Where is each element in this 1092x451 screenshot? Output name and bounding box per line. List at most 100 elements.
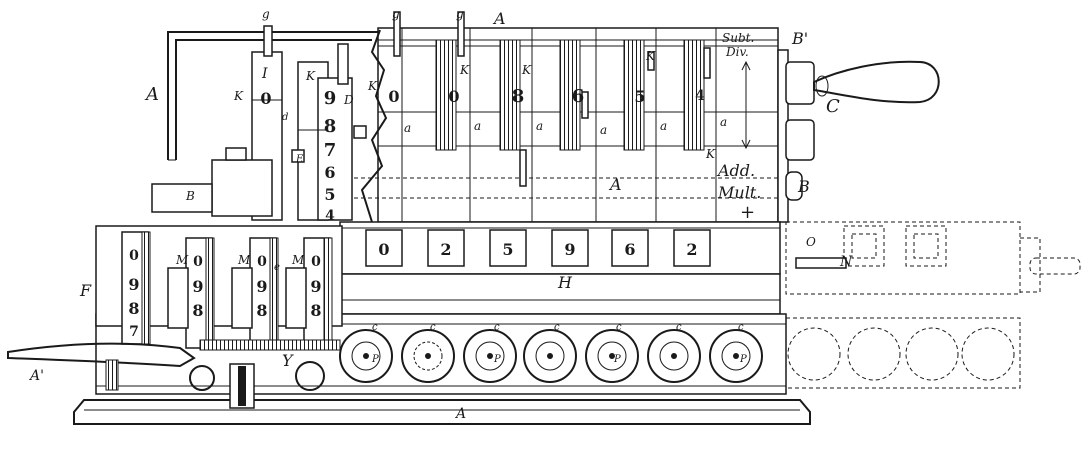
register-digits: 0 2 5 9 6 2 (378, 240, 697, 259)
label-a-left: A (144, 84, 159, 105)
label-h: H (557, 273, 573, 292)
label-a-upper: A (492, 9, 506, 28)
note-subt: Subt. (722, 31, 754, 45)
label-o: O (806, 235, 816, 249)
column-digit: 8 (324, 116, 337, 137)
wheel-digit: 8 (128, 299, 139, 318)
label-p-2: P (493, 354, 501, 365)
slide-digits: 0 0 8 6 5 4 (388, 86, 705, 107)
slide-digit: 8 (512, 86, 525, 107)
label-c-small-5: c (616, 322, 622, 333)
extended-carriage-outline (785, 221, 1081, 389)
wheel-digit: 7 (129, 324, 139, 340)
label-g-2: g (392, 7, 400, 21)
label-p: P (371, 354, 379, 365)
note-div: Div. (725, 45, 749, 59)
label-k-2: K (305, 69, 316, 83)
label-c-small-7: c (738, 322, 744, 333)
label-i: I (261, 66, 268, 82)
label-g: g (262, 7, 270, 21)
label-c-small-2: c (430, 322, 436, 333)
label-b-prime: B' (791, 29, 808, 48)
wheel-digit: 0 (257, 254, 267, 270)
label-c-small: c (372, 322, 378, 333)
label-a-mid: A (608, 175, 622, 194)
register-digit: 9 (564, 240, 575, 259)
register-digit: 6 (624, 240, 635, 259)
label-a-small-6: a (720, 115, 727, 129)
label-a-small: a (404, 121, 411, 135)
wheel-digit: 8 (256, 301, 267, 320)
slide-digit: 6 (572, 86, 585, 107)
label-b: B (797, 177, 810, 196)
label-g-3: g (456, 7, 464, 21)
slide-digit: 0 (388, 87, 399, 106)
label-k-6: K (645, 49, 656, 63)
note-plus: + (740, 202, 755, 223)
slide-digit: 4 (695, 88, 705, 104)
label-k-3: K (367, 79, 378, 93)
label-k-4: K (459, 63, 470, 77)
label-b-left: B (185, 189, 195, 203)
label-k: K (233, 89, 244, 103)
note-add: Add. (716, 161, 755, 180)
column-digit: 7 (324, 140, 337, 161)
column-digit: 5 (324, 185, 335, 204)
label-d: D (343, 93, 354, 107)
wheel-digit: 0 (129, 248, 139, 264)
label-c: C (826, 96, 840, 117)
label-k-5: K (521, 63, 532, 77)
wheel-digit: 9 (192, 277, 203, 296)
wheel-digit: 0 (193, 254, 203, 270)
slide-digit: 0 (448, 87, 459, 106)
register-bar: 0 2 5 9 6 2 (339, 221, 781, 275)
frame-cover (167, 31, 380, 161)
label-e-small: e (274, 262, 280, 273)
label-a-small-3: a (536, 119, 543, 133)
register-digit: 2 (686, 240, 697, 259)
operation-notes: Subt. Div. Add. Mult. + (716, 31, 761, 223)
label-p-3: P (613, 354, 621, 365)
label-m-3: M (291, 253, 305, 267)
label-a-prime: A' (28, 368, 44, 384)
reference-letters: A A A A A' B' B B C D F H I K K K K K K … (28, 7, 853, 422)
column-digit: 9 (324, 88, 337, 109)
label-c-small-4: c (554, 322, 560, 333)
wheel-digit: 0 (311, 254, 321, 270)
left-wheel-cluster: 0 9 8 7 0 9 8 0 9 8 0 9 8 (95, 225, 343, 409)
bottom-wheels (339, 329, 763, 383)
label-d-small: d (282, 112, 288, 123)
slide-digit: 5 (634, 87, 645, 106)
label-n: N (839, 254, 853, 270)
column-digit: 4 (325, 208, 335, 224)
crank-handle (777, 49, 940, 223)
label-m-2: M (237, 253, 251, 267)
wheel-digit: 9 (310, 277, 321, 296)
register-digit: 2 (440, 240, 451, 259)
label-c-small-3: c (494, 322, 500, 333)
label-k-7: K (705, 147, 716, 161)
label-f: F (79, 281, 92, 300)
label-p-4: P (739, 354, 747, 365)
wheel-digit: 9 (128, 275, 139, 294)
note-mult: Mult. (717, 183, 761, 202)
left-mechanism: 9 8 7 6 5 4 0 (151, 25, 367, 224)
register-digit: 5 (502, 240, 513, 259)
wheel-digit: 9 (256, 277, 267, 296)
register-digit: 0 (378, 240, 389, 259)
label-a-small-2: a (474, 119, 481, 133)
lever (7, 342, 196, 391)
label-m: M (175, 253, 189, 267)
left-slide-digit: 0 (260, 89, 271, 108)
label-a-base: A (454, 406, 466, 422)
label-a-small-4: a (600, 123, 607, 137)
label-y: Y (282, 351, 294, 370)
wheel-digit: 8 (310, 301, 321, 320)
label-c-small-6: c (676, 322, 682, 333)
label-a-small-5: a (660, 119, 667, 133)
wheel-digit: 8 (192, 301, 203, 320)
label-e: E (295, 154, 304, 165)
column-digit: 6 (324, 163, 335, 182)
